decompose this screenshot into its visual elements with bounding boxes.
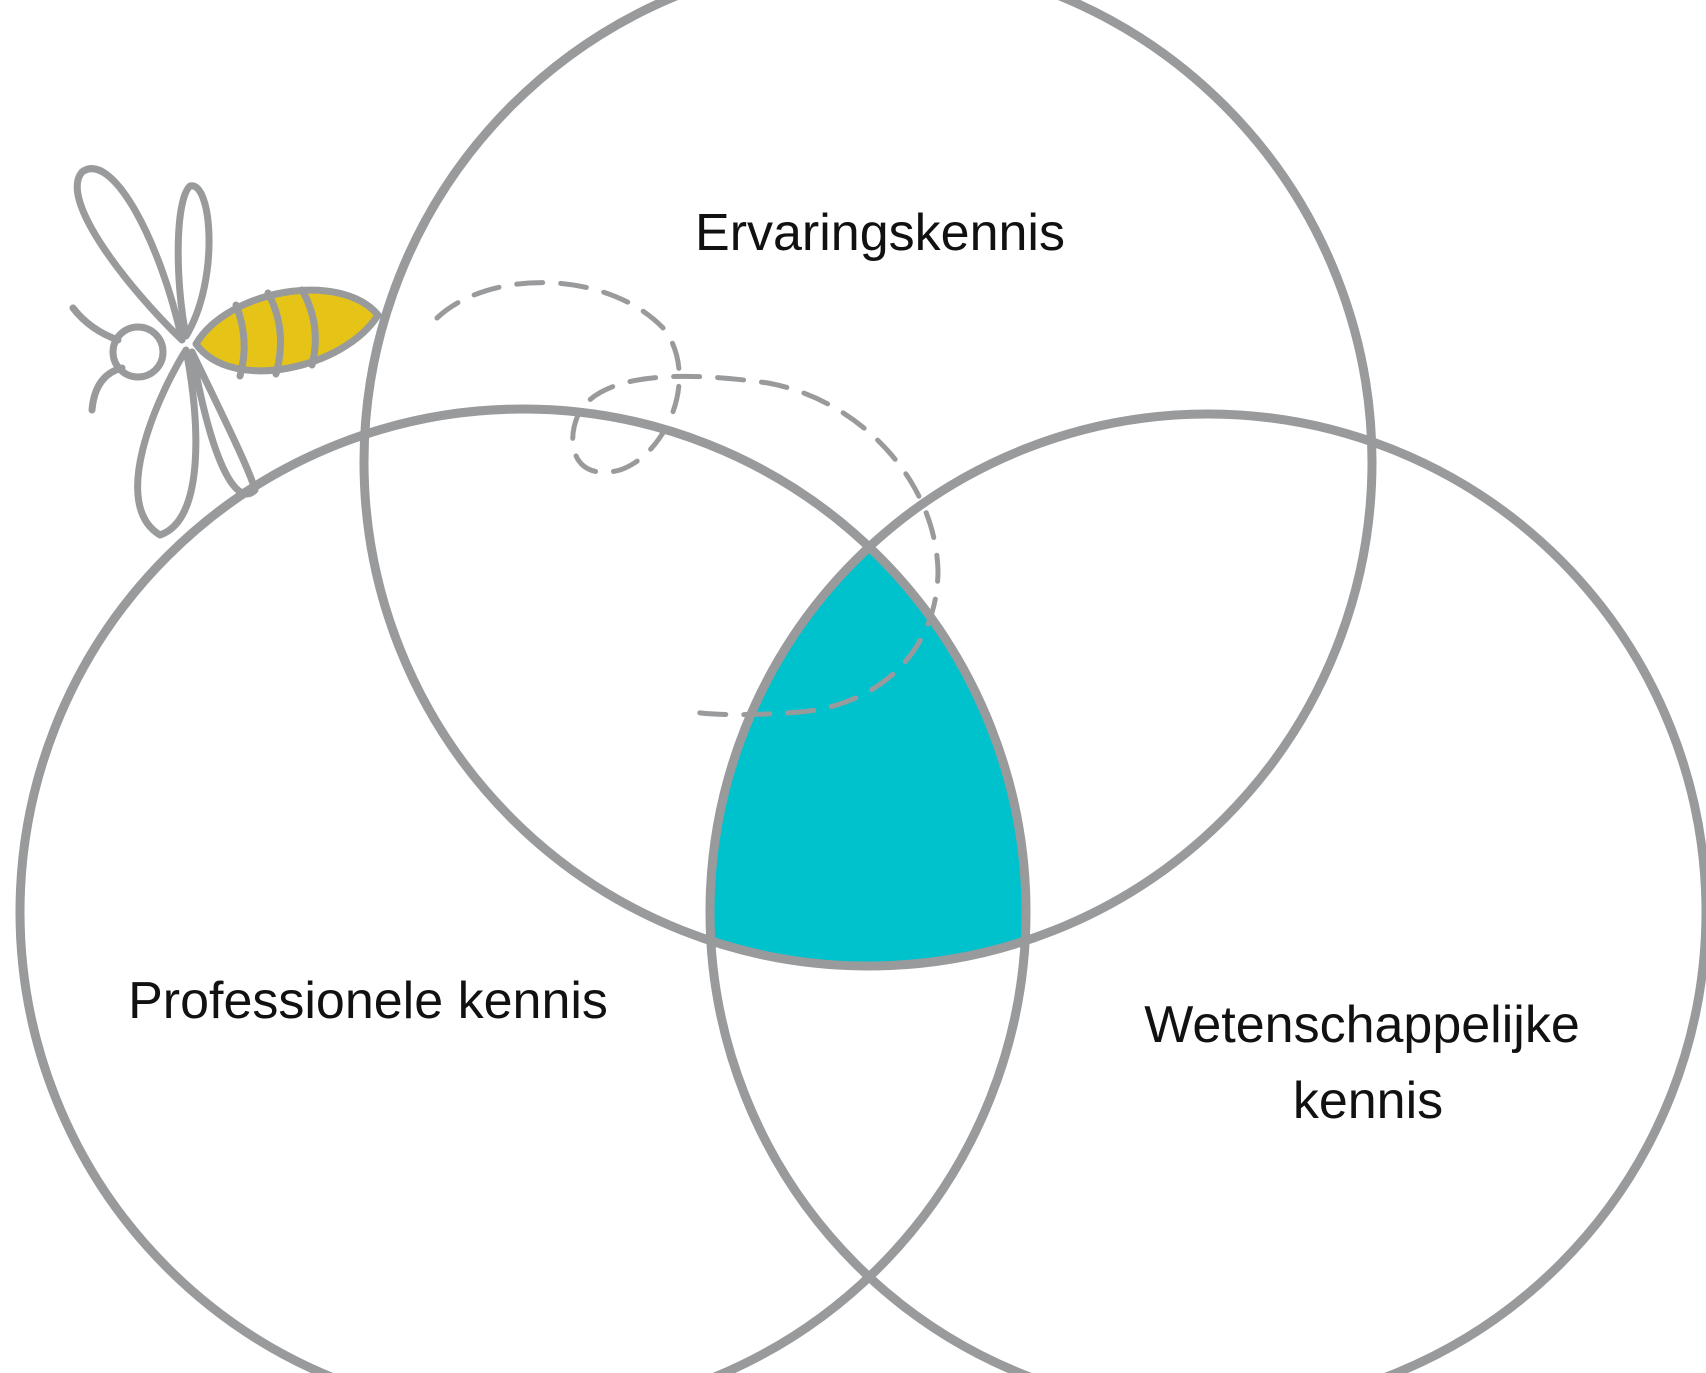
label-wetenschappelijke-kennis-line2: kennis <box>1293 1072 1443 1130</box>
label-wetenschappelijke-kennis: Wetenschappelijke <box>1144 996 1580 1054</box>
label-ervaringskennis: Ervaringskennis <box>695 204 1065 262</box>
bee-icon <box>73 169 378 535</box>
label-professionele-kennis: Professionele kennis <box>128 972 608 1030</box>
